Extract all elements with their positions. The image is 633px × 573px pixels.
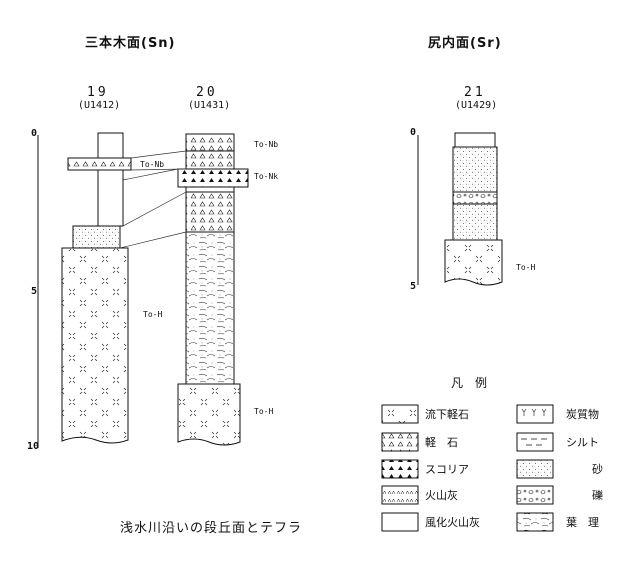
col20-pumice-2 [185,150,235,170]
correlation-lines [119,150,187,249]
pumice-icon [381,432,419,452]
col20-pumice-3 [185,191,235,233]
weathered-ash-icon [381,512,419,532]
label-to-nk: To-Nk [254,172,279,181]
col20-to-nk-scoria [177,168,249,188]
label-to-nb-upper: To-Nb [254,140,279,149]
col20-pumice-flow [177,383,241,446]
column-19-code: (U1412) [78,100,121,111]
figure-caption: 浅水川沿いの段丘面とテフラ [120,521,303,536]
legend-label-pumice-flow: 流下軽石 [425,408,469,421]
header-shiriuchi: 尻内面(Sr) [428,36,502,51]
sand-icon [516,459,554,479]
volcanic-ash-icon [381,485,419,505]
column-20-number: 20 [196,85,218,100]
legend-label-lamination: 葉 理 [566,516,599,529]
label-to-nb-mid: To-Nb [140,160,165,169]
column-19 [61,132,132,444]
depth-left-10: 10 [27,441,40,452]
pumice-flow-icon [381,404,419,424]
column-19-number: 19 [87,85,109,100]
col21-top-layer [454,132,496,148]
depth-right-5: 5 [410,281,417,292]
col20-to-nb-pumice [185,133,235,152]
depth-left-5: 5 [31,286,38,297]
col19-top-layer [97,132,124,159]
legend-label-weathered-ash: 風化火山灰 [425,516,480,529]
legend-label-scoria: スコリア [425,463,469,476]
legend-title: 凡 例 [451,376,488,390]
col19-pumice-flow [61,247,129,444]
column-20-code: (U1431) [188,100,231,111]
legend-label-carbonaceous: 炭質物 [566,408,599,421]
legend-label-pumice: 軽 石 [425,436,458,449]
col21-sand [452,146,498,193]
legend-label-sand: 砂 [592,463,603,476]
label-to-h-col20: To-H [254,407,274,416]
depth-left-0: 0 [31,128,38,139]
col21-pumice-flow [444,239,503,286]
header-sanbongi: 三本木面(Sn) [85,36,176,51]
legend-label-silt: シルト [566,436,599,449]
col20-laminated-sand [185,231,235,385]
col21-gravel [452,191,498,205]
legend-label-volcanic-ash: 火山灰 [425,489,458,502]
col19-sand [72,225,121,249]
gravel-icon [516,485,554,505]
column-21-number: 21 [464,85,486,100]
column-21 [444,132,503,286]
col21-sand-2 [452,203,498,241]
scoria-icon [381,459,419,479]
legend-swatches [381,404,554,532]
column-21-code: (U1429) [455,100,498,111]
label-to-h-col21: To-H [516,263,536,272]
label-to-h-col19: To-H [143,310,163,319]
depth-right-0: 0 [410,127,417,138]
carbonaceous-icon [516,404,554,424]
col19-weathered-ash [97,169,124,227]
silt-icon [516,432,554,452]
lamination-icon [516,512,554,532]
column-20 [177,133,249,446]
legend-label-gravel: 礫 [592,489,603,502]
col19-to-nb-pumice [67,157,132,171]
